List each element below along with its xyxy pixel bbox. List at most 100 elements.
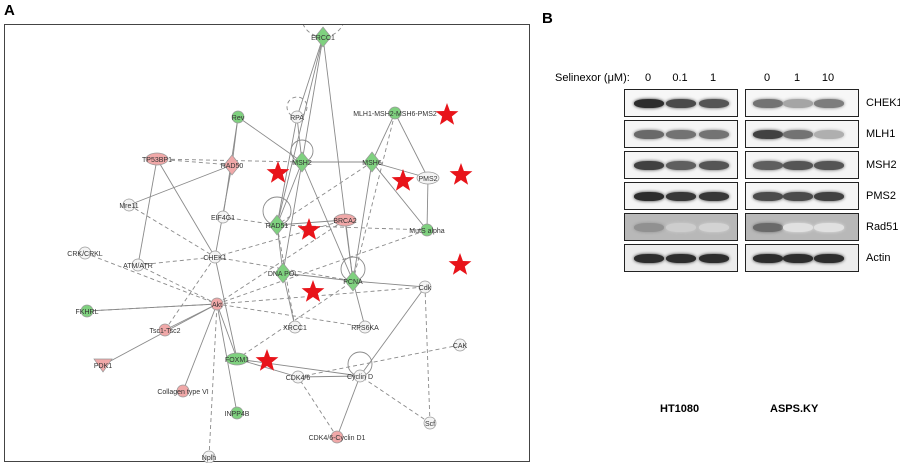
node-cyclind: Cyclin D	[347, 369, 373, 383]
node-ercc1: ERCC1	[311, 26, 335, 48]
edge-tp53bp1-rad50	[156, 158, 233, 166]
edge-foxm1-cyclind	[236, 358, 361, 377]
node-cdk46cyc: CDK4/6-Cyclin D1	[309, 430, 366, 444]
edge-chek1-brca2	[214, 219, 346, 258]
blot-asps-rad51	[745, 213, 859, 241]
edge-fkhr-akt	[86, 303, 218, 312]
band	[753, 129, 783, 139]
node-label-fkhr: FKHRL	[76, 309, 99, 316]
node-fkhr: FKHRL	[76, 304, 99, 318]
edge-ercc1-msh2	[301, 36, 324, 163]
node-label-mre11: Mre11	[119, 203, 138, 210]
band	[634, 98, 664, 108]
band	[666, 191, 696, 201]
highlight-star-icon	[301, 280, 325, 302]
blot-ht-chek1	[624, 89, 738, 117]
panel-a-letter: A	[4, 2, 15, 19]
edge-rps6ka-akt	[216, 303, 366, 328]
protein-label-chek1: CHEK1	[866, 97, 900, 109]
node-label-collagen: Collagen type VI	[157, 389, 208, 396]
node-rev: Rev	[231, 110, 245, 124]
node-label-mutsalpha: MutS alpha	[409, 228, 445, 235]
band	[699, 222, 729, 232]
edge-crk-akt	[84, 252, 218, 305]
protein-label-pms2: PMS2	[866, 190, 896, 202]
node-rps6ka: RPS6KA	[351, 320, 379, 334]
band	[783, 222, 813, 232]
edge-mlh1msh-msh6	[371, 112, 396, 163]
node-label-cdk: Cdk	[419, 285, 432, 292]
edge-msh6-mutsalpha	[371, 161, 428, 231]
edge-ercc1-rad51	[276, 36, 324, 226]
band	[753, 253, 783, 263]
node-mlh1msh: MLH1-MSH2-MSH6-PMS2	[353, 106, 437, 120]
band	[666, 129, 696, 139]
node-akt: Akt	[210, 297, 224, 311]
band	[783, 98, 813, 108]
blot-asps-chek1	[745, 89, 859, 117]
node-label-brca2: BRCA2	[333, 218, 356, 225]
edge-msh6-rad51	[276, 161, 373, 226]
protein-label-rad51: Rad51	[866, 221, 899, 233]
highlight-star-icon	[448, 253, 472, 275]
band	[753, 191, 783, 201]
node-pcna: PCNA	[343, 270, 363, 292]
band	[699, 191, 729, 201]
band	[634, 129, 664, 139]
edge-pdk1-akt	[102, 303, 218, 366]
node-pdk1: PDK1	[93, 358, 113, 373]
node-label-foxm1: FOXM1	[225, 357, 249, 364]
node-label-cdk46cyc: CDK4/6-Cyclin D1	[309, 435, 366, 442]
edge-cyclind-cdk	[359, 286, 426, 377]
node-tp53bp1: TP53BP1	[142, 152, 172, 166]
band	[634, 253, 664, 263]
asps-conc-2: 10	[821, 72, 835, 84]
node-label-chek1: CHEK1	[203, 255, 226, 262]
blot-asps-pms2	[745, 182, 859, 210]
edge-tsc-chek1	[164, 256, 216, 331]
node-collagen: Collagen type VI	[157, 384, 209, 398]
node-cak: CAK	[453, 338, 468, 352]
node-atm: ATM/ATR	[123, 258, 153, 272]
panel-b-letter: B	[542, 10, 553, 27]
ht1080-conc-0: 0	[644, 72, 652, 84]
node-label-cyclind: Cyclin D	[347, 374, 373, 381]
node-msh6: MSH6	[362, 151, 382, 173]
node-label-nplh: Nplh	[202, 455, 217, 462]
highlight-star-icon	[297, 218, 321, 240]
band	[666, 253, 696, 263]
edge-foxm1-cdk46	[236, 358, 299, 378]
node-polk: DNA POL	[268, 262, 298, 284]
node-label-msh6: MSH6	[362, 160, 382, 167]
band	[634, 191, 664, 201]
band	[666, 160, 696, 170]
band	[666, 222, 696, 232]
edge-cdk46-cyclind	[297, 375, 361, 378]
node-label-tp53bp1: TP53BP1	[142, 157, 172, 164]
node-label-crk: CRK/CRKL	[67, 251, 103, 258]
node-label-rad50: RAD50	[221, 163, 244, 170]
node-rad51: RAD51	[266, 214, 288, 236]
band	[699, 253, 729, 263]
edge-ercc1-rpa	[296, 36, 324, 118]
node-label-rev: Rev	[232, 115, 245, 122]
band	[814, 191, 844, 201]
protein-label-mlh1: MLH1	[866, 128, 896, 140]
band	[814, 98, 844, 108]
node-rad50: RAD50	[221, 154, 244, 176]
edge-tp53bp1-chek1	[156, 158, 216, 258]
selinexor-label: Selinexor (μM):	[555, 72, 630, 84]
node-brca2: BRCA2	[333, 213, 357, 227]
node-label-xrcc1: XRCC1	[283, 325, 307, 332]
band	[814, 129, 844, 139]
band	[699, 129, 729, 139]
highlight-star-icon	[449, 163, 473, 185]
band	[634, 160, 664, 170]
edge-mre11-chek1	[128, 204, 216, 258]
edge-rad50-mre11	[128, 164, 233, 206]
node-eif4g1: EIF4G1	[211, 210, 235, 224]
band	[666, 98, 696, 108]
edge-tp53bp1-atm	[137, 158, 158, 266]
node-scf: Scf	[423, 416, 437, 430]
